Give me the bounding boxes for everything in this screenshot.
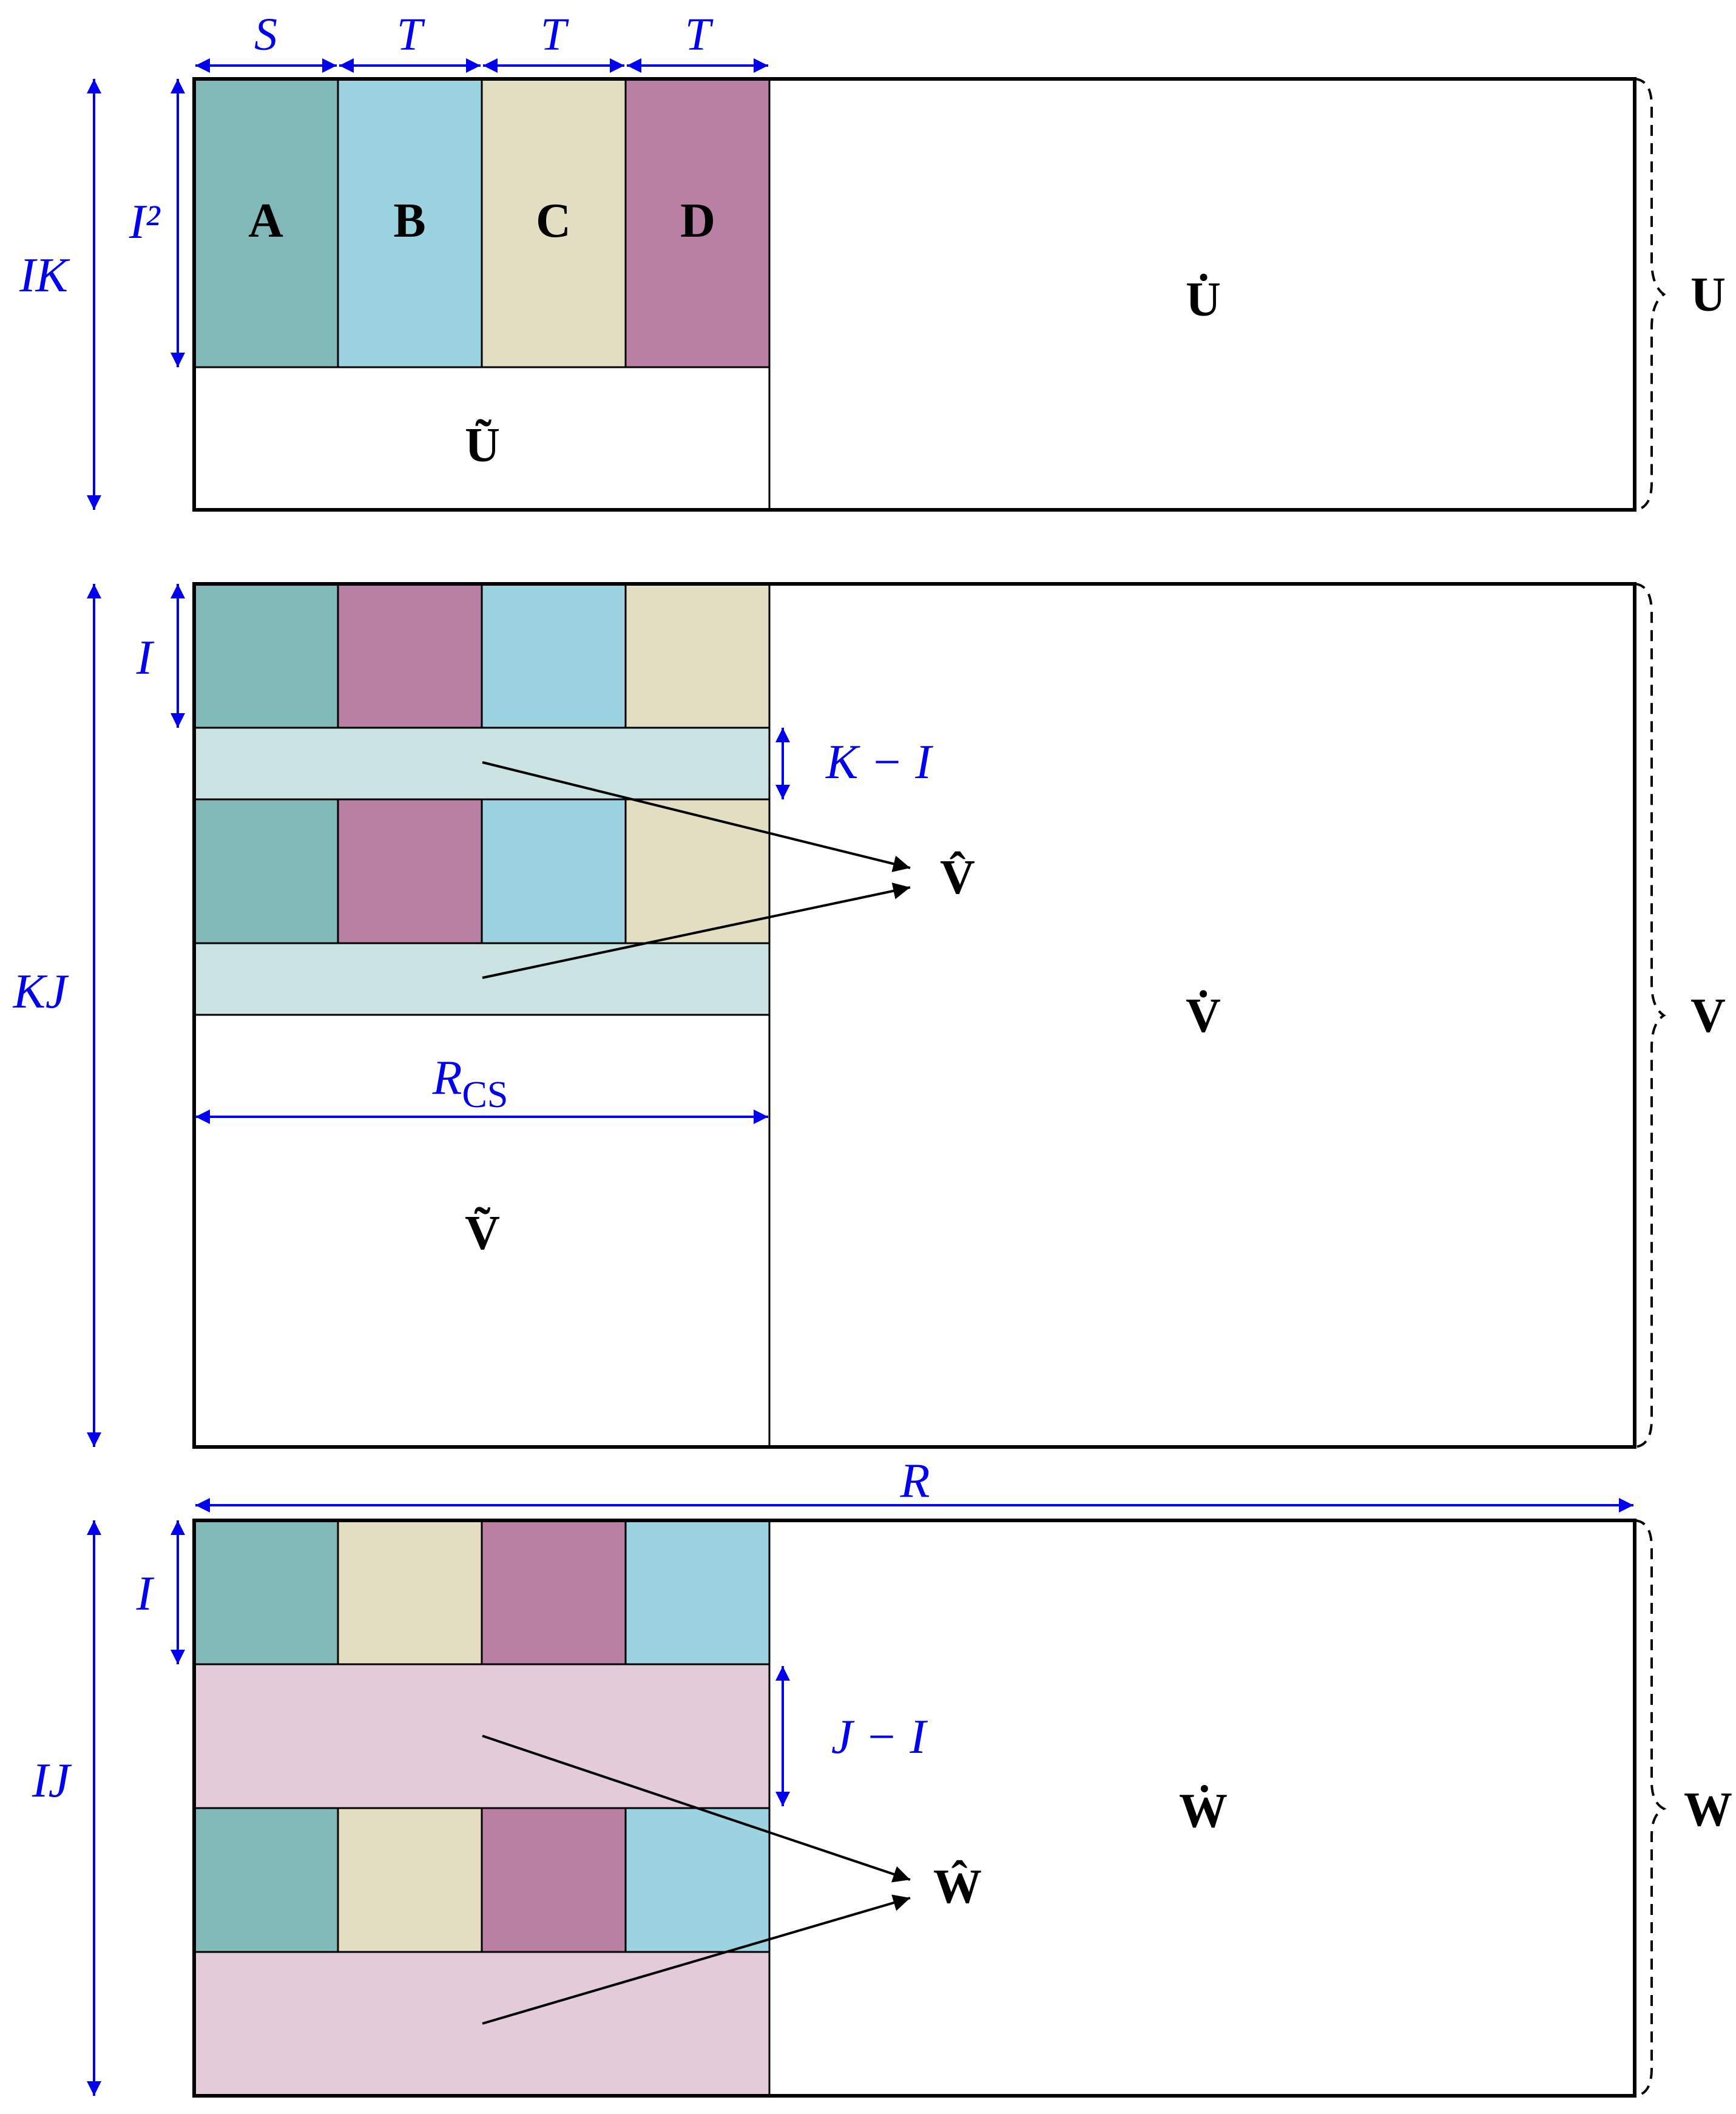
w-row2-block-c: [337, 1807, 483, 1953]
u-brace-label: U: [1690, 268, 1726, 322]
v-row1-block-c: [624, 583, 771, 729]
w-dimensions: IJ I J − I: [32, 1520, 928, 2096]
w-band-2: [193, 1951, 771, 2097]
u-block-b-label: B: [393, 194, 425, 248]
w-row2-block-a: [193, 1807, 339, 1953]
dim-t2-label: T: [541, 9, 569, 60]
u-dot-label: U̇: [1186, 273, 1221, 327]
w-row1-block-c: [337, 1519, 483, 1665]
v-band-1: [193, 727, 771, 801]
w-row2-block-b: [624, 1807, 771, 1953]
v-outline: [192, 582, 1636, 1449]
w-hat-label: Ŵ: [933, 1860, 982, 1914]
w-brace: [1634, 1519, 1667, 2097]
r-dimension: R: [195, 1454, 1633, 1513]
u-block-d: [624, 78, 771, 368]
w-hat-arrow-1: [482, 1735, 911, 1883]
u-block-a: [193, 78, 339, 368]
w-band-1: [193, 1663, 771, 1809]
dim-j-minus-i-label: J − I: [831, 1710, 928, 1764]
dim-t3-label: T: [685, 9, 714, 60]
v-row2-block-a: [193, 798, 339, 944]
r-label: R: [900, 1454, 930, 1508]
u-outline: [192, 77, 1636, 512]
u-block-b: [337, 78, 483, 368]
dim-i2-label: I²: [129, 195, 161, 249]
u-left-dimensions: IK I²: [19, 79, 185, 510]
u-block-d-label: D: [680, 194, 715, 248]
v-row1-block-d: [337, 583, 483, 729]
v-dot-label: V̇: [1186, 989, 1221, 1043]
dim-t1-label: T: [397, 9, 425, 60]
dim-k-minus-i-label: K − I: [825, 736, 933, 789]
dim-w-i-label: I: [136, 1567, 155, 1621]
v-dimensions: KJ I K − I: [13, 584, 933, 1447]
v-tilde-label: Ṽ: [465, 1207, 500, 1260]
v-hat-arrow-1: [482, 761, 911, 872]
dim-v-i-label: I: [136, 631, 155, 685]
w-matrix: Ŵ Ẇ W: [192, 1519, 1732, 2098]
v-row2-block-b: [481, 798, 627, 944]
top-dimensions: S T T T: [195, 9, 768, 73]
rcs-label: RCS: [432, 1051, 508, 1116]
v-brace: [1634, 583, 1666, 1448]
v-hat-arrow-2: [482, 883, 911, 979]
v-row2-block-c: [624, 798, 771, 944]
u-tilde-label: Ũ: [465, 419, 500, 472]
v-brace-label: V: [1690, 989, 1726, 1043]
v-hat-label: V̂: [940, 851, 975, 904]
u-block-c-label: C: [536, 194, 571, 248]
w-hat-arrow-2: [482, 1894, 911, 2025]
w-brace-label: W: [1684, 1783, 1732, 1837]
u-brace: [1634, 78, 1666, 511]
v-matrix: V̂ V̇ Ṽ RCS V: [192, 582, 1726, 1449]
v-row2-block-d: [337, 798, 483, 944]
u-block-a-label: A: [248, 194, 283, 248]
dim-s-label: S: [254, 9, 277, 60]
v-row1-block-a: [193, 583, 339, 729]
u-matrix: A B C D U̇ Ũ U: [192, 77, 1726, 512]
v-row1-block-b: [481, 583, 627, 729]
w-row1-block-d: [481, 1519, 627, 1665]
dim-ik-label: IK: [19, 249, 70, 302]
w-outline: [192, 1519, 1636, 2098]
w-row1-block-a: [193, 1519, 339, 1665]
w-dot-label: Ẇ: [1179, 1784, 1228, 1838]
v-band-2: [193, 942, 771, 1016]
w-row2-block-d: [481, 1807, 627, 1953]
dim-ij-label: IJ: [32, 1754, 72, 1807]
w-row1-block-b: [624, 1519, 771, 1665]
dim-kj-label: KJ: [13, 965, 69, 1018]
